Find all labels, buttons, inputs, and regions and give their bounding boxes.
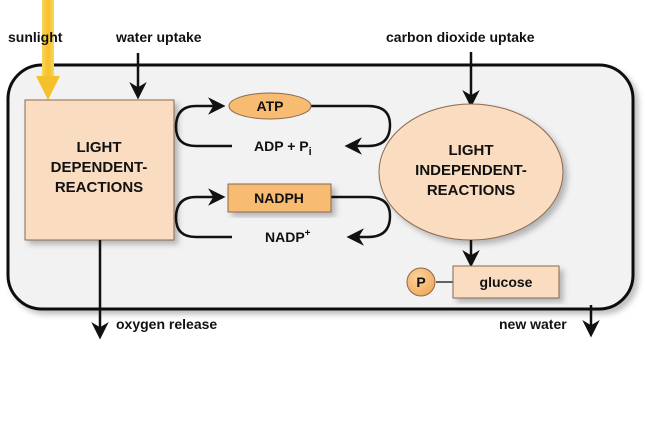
nadph-forward-arrow (174, 188, 232, 239)
atp-forward-arrow (174, 97, 232, 148)
oxygen-release-label: oxygen release (116, 316, 217, 332)
phosphate-circle (406, 267, 436, 297)
new-water-label: new water (499, 316, 567, 332)
light-dependent-box (24, 99, 175, 241)
phosphate-label: P (416, 274, 425, 290)
ld-line3: REACTIONS (55, 179, 143, 196)
nadp-label: NADP+ (265, 228, 311, 245)
nadph-box (227, 183, 332, 213)
ld-line1: LIGHT (77, 139, 122, 156)
li-line3: REACTIONS (427, 182, 515, 199)
nadph-return-arrow (331, 195, 392, 246)
co2-uptake-label: carbon dioxide uptake (386, 29, 535, 45)
li-line2: INDEPENDENT- (415, 162, 527, 179)
nadph-label: NADPH (254, 190, 304, 206)
atp-return-arrow (311, 104, 392, 155)
glucose-label: glucose (480, 274, 533, 290)
water-uptake-label: water uptake (115, 29, 202, 45)
sunlight-arrow (36, 0, 60, 100)
atp-ellipse (228, 92, 312, 120)
sunlight-label: sunlight (8, 29, 63, 45)
glucose-box (452, 265, 560, 299)
li-line1: LIGHT (449, 142, 494, 159)
ld-line2: DEPENDENT- (51, 159, 148, 176)
adp-label: ADP + Pi (254, 138, 312, 158)
atp-label: ATP (257, 98, 284, 114)
